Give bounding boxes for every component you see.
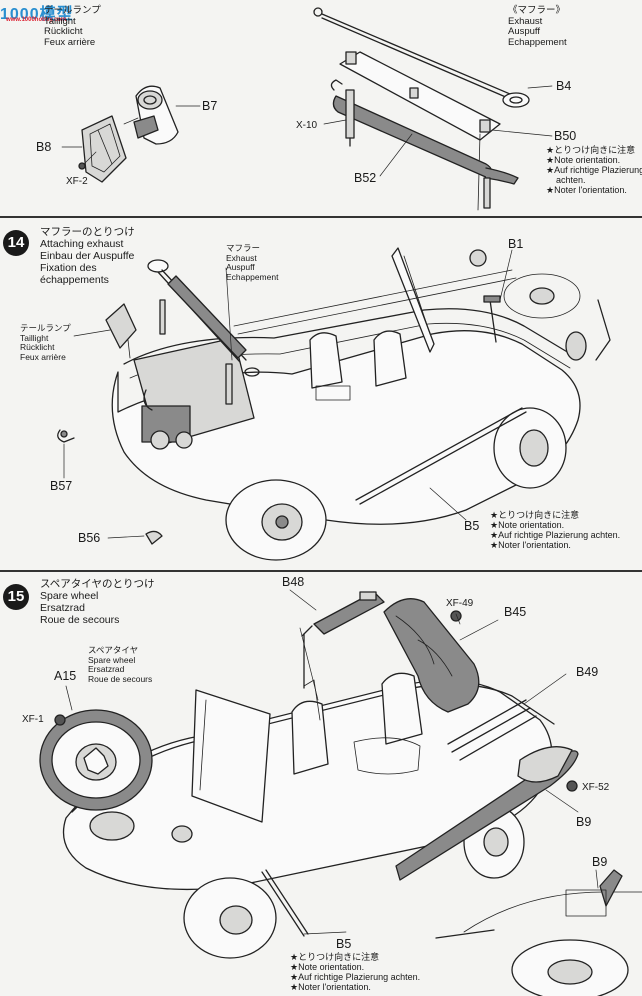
gun-mount-part	[301, 591, 385, 689]
step13-exhaust-caption: 《マフラー》 Exhaust Auspuff Echappement	[508, 5, 567, 48]
part-label-b45: B45	[504, 605, 527, 619]
exhaust-bracket-part	[339, 51, 501, 211]
part-label-b50: B50	[554, 129, 577, 143]
part-label-b57: B57	[50, 479, 73, 493]
handles-b49	[447, 699, 537, 761]
brand-url: www.1000hobby.com	[6, 17, 67, 23]
part-label-b8: B8	[36, 140, 52, 154]
exhaust-muffler-part	[330, 79, 519, 209]
detail-inset	[435, 869, 642, 996]
divider-14-15	[0, 570, 642, 572]
part-label-b48: B48	[282, 575, 305, 589]
step15-orientation-note: ★とりつけ向きに注意 ★Note orientation. ★Auf richt…	[290, 952, 421, 992]
part-label-b4: B4	[556, 79, 572, 93]
paint-label-xf49: XF-49	[446, 598, 474, 609]
paint-label-xf1: XF-1	[22, 714, 44, 725]
part-label-x10: X-10	[296, 120, 318, 131]
paint-label-xf52: XF-52	[582, 782, 610, 793]
step-number-14: 14	[3, 230, 29, 256]
step15-spare-caption: スペアタイヤ Spare wheel Ersatzrad Roue de sec…	[88, 645, 153, 684]
divider-13-14	[0, 216, 642, 218]
part-label-b7: B7	[202, 99, 218, 113]
part-label-b5-step15: B5	[336, 937, 352, 951]
part-label-b52: B52	[354, 171, 377, 185]
step15-title: スペアタイヤのとりつけ Spare wheel Ersatzrad Roue d…	[40, 578, 155, 626]
paint-label-xf2: XF-2	[66, 176, 88, 187]
shovel-part	[395, 746, 579, 881]
step14-taillight-caption: テールランプ Taillight Rücklicht Feux arrière	[20, 323, 71, 362]
taillight-lens-part	[81, 115, 127, 183]
tarp-roll-part	[383, 598, 480, 713]
exhaust-assembly-step14	[147, 259, 260, 405]
taillight-housing-part	[133, 85, 179, 145]
step-number-15: 15	[3, 584, 29, 610]
part-label-b9-main: B9	[576, 815, 592, 829]
taillight-step14	[105, 303, 137, 359]
step13-taillight-caption: テールランプ Taillight Rücklicht Feux arrière	[44, 5, 101, 48]
step14-exhaust-caption: マフラー Exhaust Auspuff Echappement	[226, 243, 279, 282]
part-label-b9-inset: B9	[592, 855, 608, 869]
brand-mark: 1000模型	[0, 6, 74, 23]
spare-wheel-part	[39, 709, 153, 811]
part-label-b1: B1	[508, 237, 524, 251]
exhaust-rod-part	[313, 7, 530, 108]
part-label-b5-step14: B5	[464, 519, 480, 533]
part-label-b56: B56	[78, 531, 101, 545]
step14-orientation-note: ★とりつけ向きに注意 ★Note orientation. ★Auf richt…	[490, 510, 621, 550]
step14-title: マフラーのとりつけ Attaching exhaust Einbau der A…	[40, 226, 135, 286]
part-label-b49: B49	[576, 665, 599, 679]
part-label-a15: A15	[54, 669, 77, 683]
step13-orientation-note: ★とりつけ向きに注意 ★Note orientation. ★Auf richt…	[546, 145, 642, 195]
brand-logo: 1000模型 www.1000hobby.com	[0, 0, 98, 24]
